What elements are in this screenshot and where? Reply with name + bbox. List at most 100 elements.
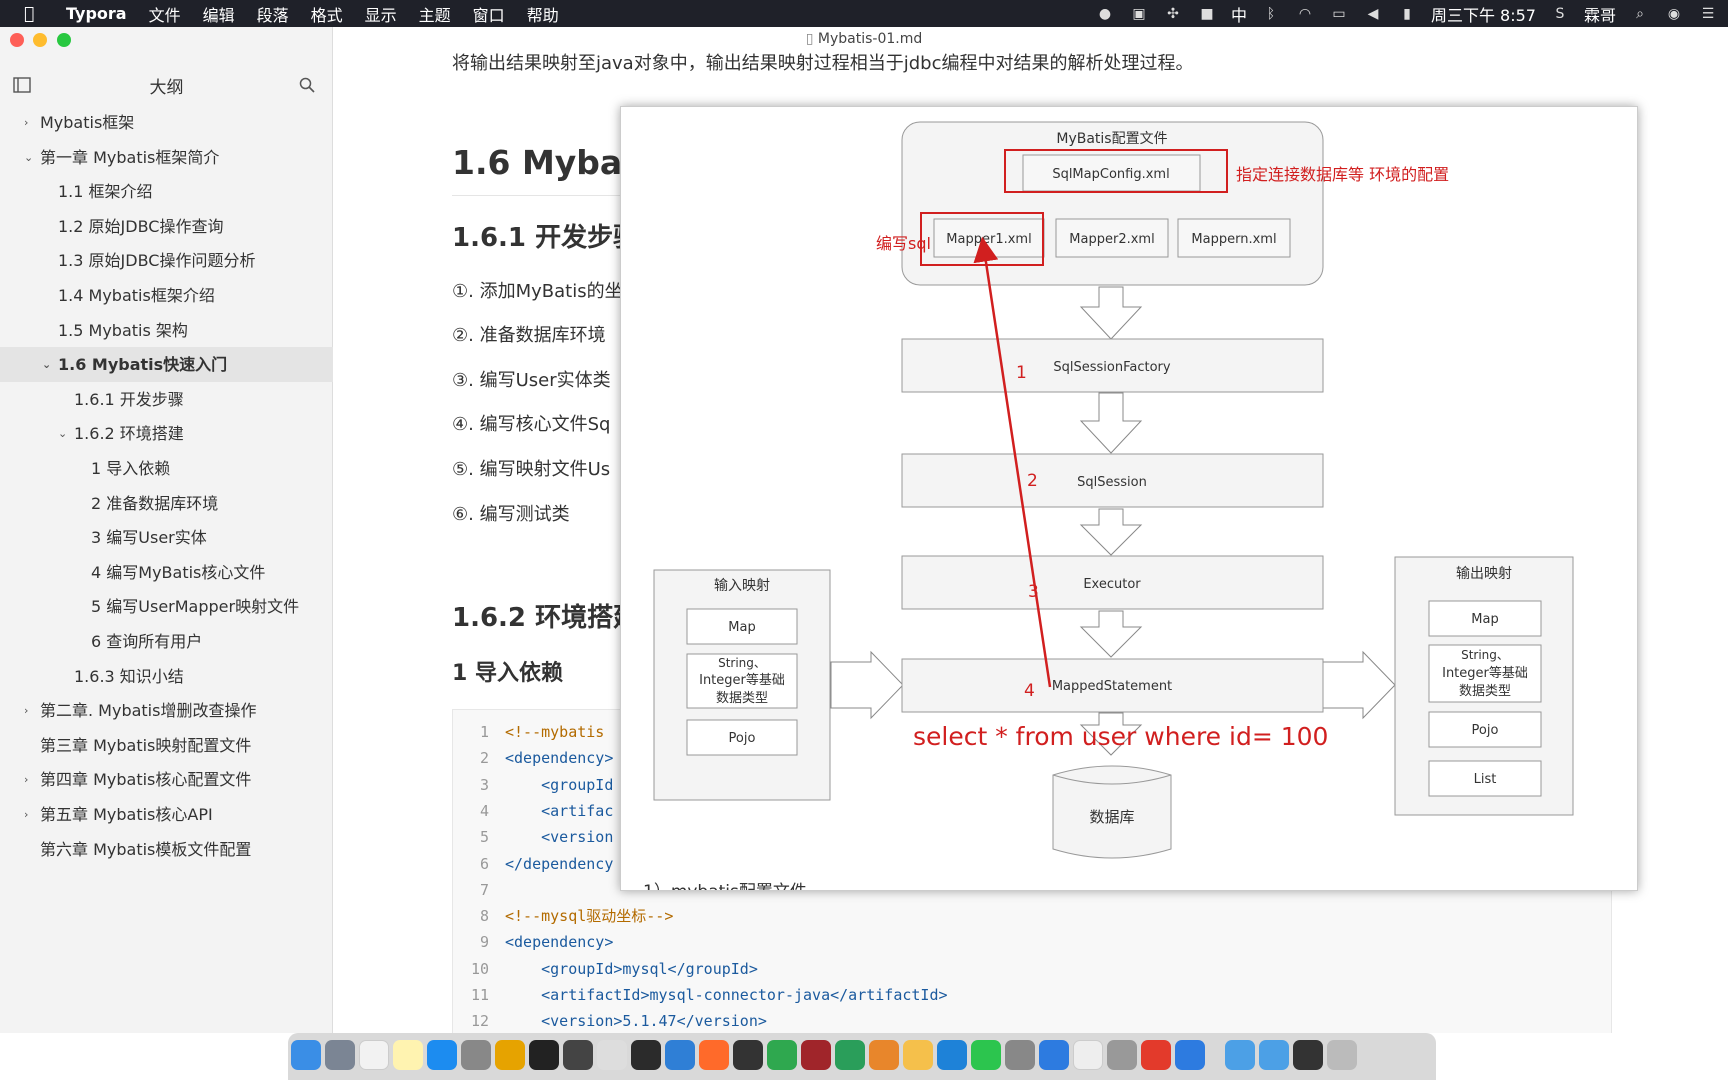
vscode-icon[interactable]: [665, 1040, 695, 1070]
system-preferences-icon[interactable]: [461, 1040, 491, 1070]
finder-icon[interactable]: [291, 1040, 321, 1070]
photos-icon[interactable]: [1107, 1040, 1137, 1070]
sogou-icon[interactable]: S: [1555, 5, 1565, 22]
chrome-icon[interactable]: [495, 1040, 525, 1070]
menu-window[interactable]: 窗口: [472, 5, 505, 25]
terminal-icon[interactable]: [529, 1040, 559, 1070]
sidebar-item-1[interactable]: ⌄第一章 Mybatis框架简介: [0, 140, 333, 175]
chevron-icon[interactable]: ›: [24, 773, 29, 787]
sidebar-item-6[interactable]: 1.5 Mybatis 架构: [0, 313, 333, 348]
bookmark-icon[interactable]: ■: [1200, 5, 1214, 22]
bluetooth-icon[interactable]: ᛒ: [1266, 5, 1276, 22]
zoom-button[interactable]: [57, 33, 71, 47]
openai-icon[interactable]: [835, 1040, 865, 1070]
mapper1-highlight: [920, 212, 1044, 266]
sidebar-item-21[interactable]: 第六章 Mybatis模板文件配置: [0, 832, 333, 867]
sidebar-item-15[interactable]: 6 查询所有用户: [0, 624, 333, 659]
code-line: 9<dependency>: [453, 929, 1611, 955]
sidebar-item-12[interactable]: 3 编写User实体: [0, 520, 333, 555]
output-list-box: [1428, 760, 1542, 797]
datagrip-icon[interactable]: [733, 1040, 763, 1070]
typora-icon[interactable]: [597, 1040, 627, 1070]
sidebar-item-0[interactable]: ›Mybatis框架: [0, 105, 333, 140]
sidebar-item-5[interactable]: 1.4 Mybatis框架介绍: [0, 278, 333, 313]
wps-office-icon[interactable]: [1175, 1040, 1205, 1070]
code-line: 1<!--mybatis: [453, 719, 1611, 745]
battery-icon[interactable]: ▮: [1403, 5, 1411, 22]
wifi-icon[interactable]: ◠: [1298, 5, 1312, 22]
sidebar-item-20[interactable]: ›第五章 Mybatis核心API: [0, 797, 333, 832]
sidebar-item-2[interactable]: 1.1 框架介绍: [0, 174, 333, 209]
menu-format[interactable]: 格式: [310, 5, 343, 25]
clock[interactable]: 周三下午 8:57: [1430, 5, 1536, 25]
sidebar-item-7[interactable]: ⌄1.6 Mybatis快速入门: [0, 347, 333, 383]
minimize-button[interactable]: [33, 33, 47, 47]
wps-icon[interactable]: ▣: [1132, 5, 1146, 22]
xmind-icon[interactable]: [1141, 1040, 1171, 1070]
notification-center-icon[interactable]: ☰: [1701, 5, 1715, 22]
sidebar-item-14[interactable]: 5 编写UserMapper映射文件: [0, 589, 333, 624]
sidebar-item-18[interactable]: 第三章 Mybatis映射配置文件: [0, 728, 333, 763]
chevron-icon[interactable]: ›: [24, 704, 29, 718]
bear-icon[interactable]: ●: [1098, 5, 1112, 22]
obs-icon[interactable]: [563, 1040, 593, 1070]
package-icon[interactable]: [903, 1040, 933, 1070]
menu-app[interactable]: Typora: [66, 4, 127, 23]
sidebar-item-3[interactable]: 1.2 原始JDBC操作查询: [0, 209, 333, 244]
chevron-icon[interactable]: ⌄: [58, 427, 68, 441]
search-icon[interactable]: [299, 77, 315, 93]
notes-icon[interactable]: [393, 1040, 423, 1070]
trash-icon[interactable]: [1327, 1040, 1357, 1070]
wechat-icon[interactable]: [971, 1040, 1001, 1070]
write-sql-note: 编写sql: [876, 234, 931, 253]
messenger-icon[interactable]: [937, 1040, 967, 1070]
sidebar-item-10[interactable]: 1 导入依赖: [0, 451, 333, 486]
close-button[interactable]: [10, 33, 24, 47]
sidebar-item-8[interactable]: 1.6.1 开发步骤: [0, 382, 333, 417]
chevron-icon[interactable]: ⌄: [42, 358, 52, 372]
screenshot-stack-icon[interactable]: [1293, 1040, 1323, 1070]
menu-help[interactable]: 帮助: [526, 5, 559, 25]
menu-paragraph[interactable]: 段落: [256, 5, 289, 25]
ime-indicator[interactable]: 中: [1230, 5, 1247, 25]
menu-view[interactable]: 显示: [364, 5, 397, 25]
chevron-icon[interactable]: ›: [24, 116, 29, 129]
sidebar-item-13[interactable]: 4 编写MyBatis核心文件: [0, 555, 333, 590]
chat-icon[interactable]: [767, 1040, 797, 1070]
chevron-icon[interactable]: ⌄: [24, 150, 34, 164]
menu-file[interactable]: 文件: [148, 5, 181, 25]
sidebar-item-11[interactable]: 2 准备数据库环境: [0, 486, 333, 521]
sidebar-item-4[interactable]: 1.3 原始JDBC操作问题分析: [0, 243, 333, 278]
mapper2-label: Mapper2.xml: [1069, 232, 1154, 247]
volume-icon[interactable]: ◀: [1367, 5, 1379, 22]
documents-folder-icon[interactable]: [1259, 1040, 1289, 1070]
chevron-icon[interactable]: ›: [24, 808, 29, 821]
apple-icon[interactable]: : [24, 4, 44, 24]
pinwheel-icon[interactable]: ✣: [1167, 5, 1179, 22]
intellij-icon[interactable]: [631, 1040, 661, 1070]
menu-theme[interactable]: 主题: [418, 5, 451, 25]
user-name[interactable]: 霖哥: [1583, 5, 1616, 25]
app-store-icon[interactable]: [427, 1040, 457, 1070]
sidebar-header: 大纲: [0, 63, 333, 103]
mapper1-label: Mapper1.xml: [946, 232, 1031, 247]
calendar-icon[interactable]: [359, 1040, 389, 1070]
text-editor-icon[interactable]: [1073, 1040, 1103, 1070]
siri-icon[interactable]: ◉: [1667, 5, 1681, 22]
sidebar-item-16[interactable]: 1.6.3 知识小结: [0, 659, 333, 694]
preview-icon[interactable]: [1005, 1040, 1035, 1070]
sidebar-item-19[interactable]: ›第四章 Mybatis核心配置文件: [0, 762, 333, 797]
downloads-folder-icon[interactable]: [1225, 1040, 1255, 1070]
launchpad-icon[interactable]: [325, 1040, 355, 1070]
menu-edit[interactable]: 编辑: [202, 5, 235, 25]
file-list-icon[interactable]: [13, 77, 31, 93]
spotlight-icon[interactable]: ⌕: [1636, 5, 1644, 22]
sublime-icon[interactable]: [869, 1040, 899, 1070]
sidebar-item-9[interactable]: ⌄1.6.2 环境搭建: [0, 416, 333, 451]
postman-icon[interactable]: [699, 1040, 729, 1070]
pencil-app-icon[interactable]: [1039, 1040, 1069, 1070]
sidebar-item-17[interactable]: ›第二章. Mybatis增删改查操作: [0, 693, 333, 728]
airplay-icon[interactable]: ▭: [1332, 5, 1346, 22]
window-title-text: Mybatis-01.md: [817, 31, 923, 47]
redis-icon[interactable]: [801, 1040, 831, 1070]
